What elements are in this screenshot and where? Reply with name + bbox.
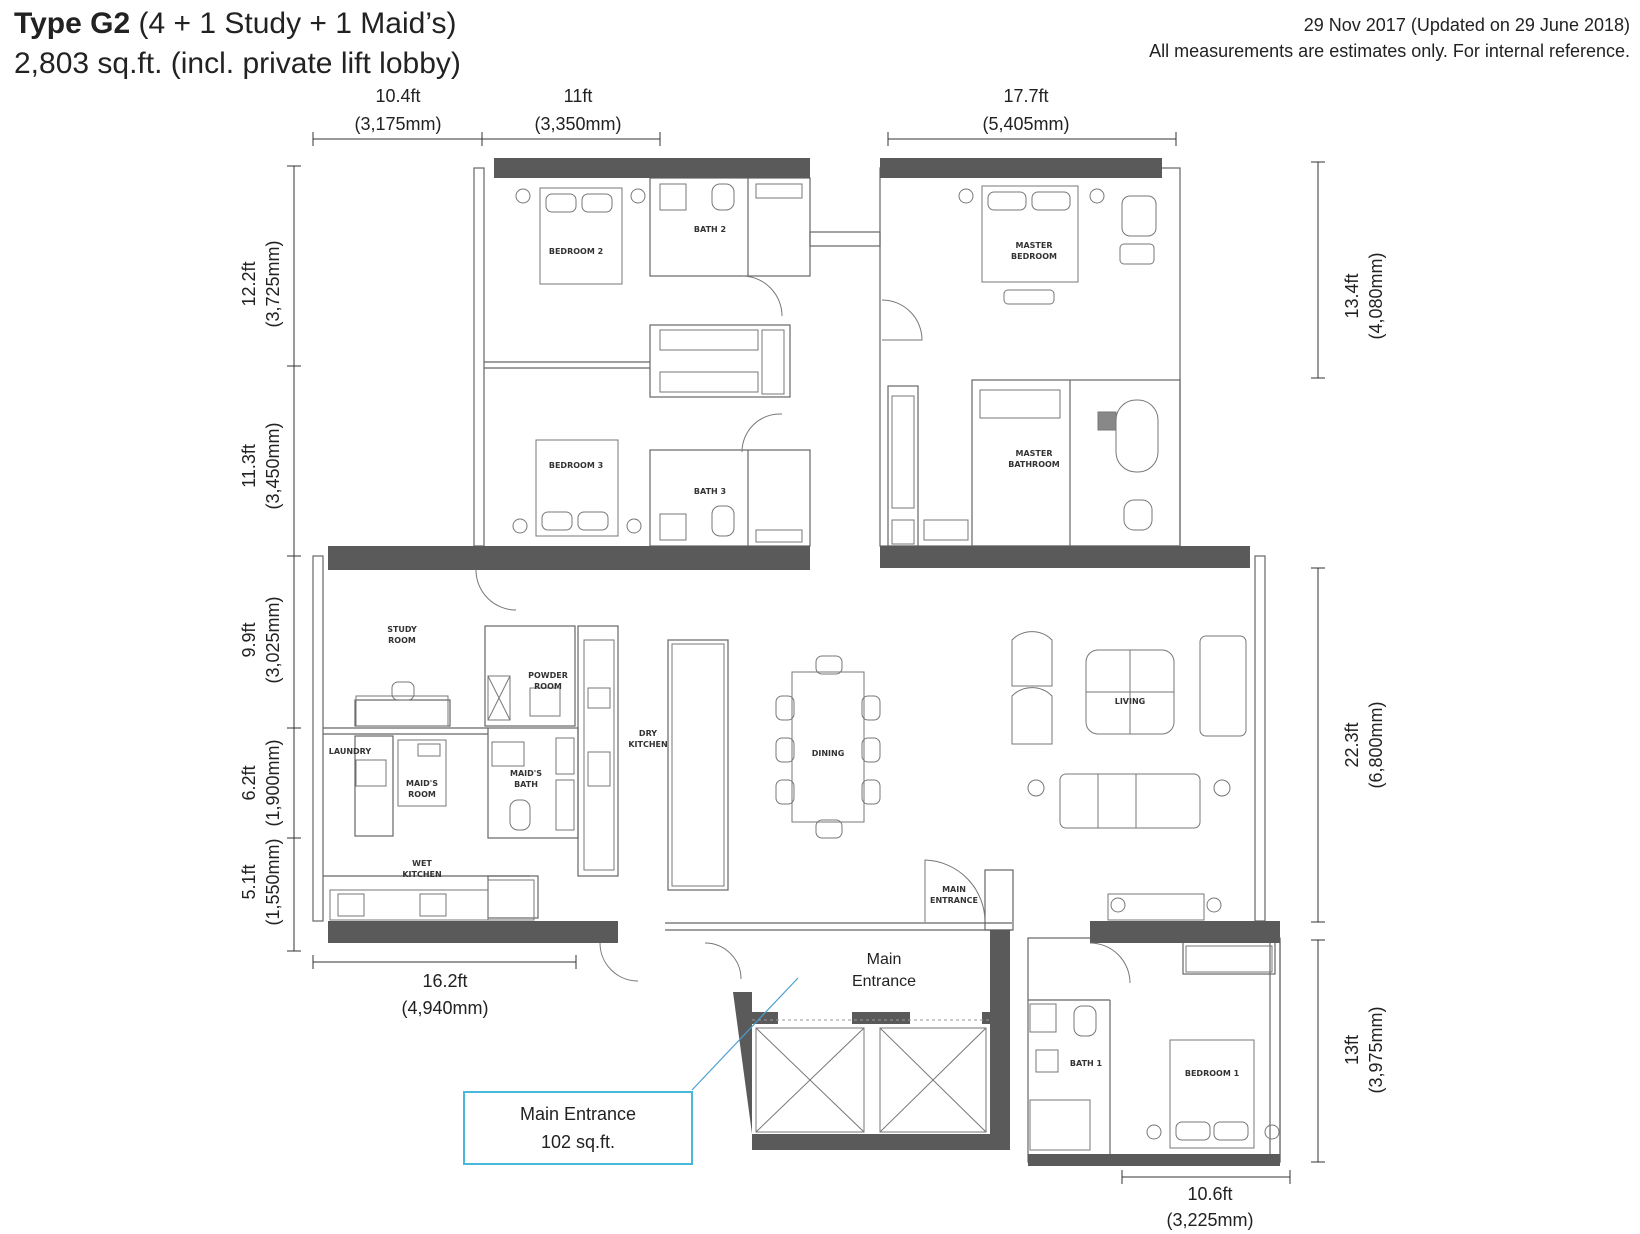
room-wet-kitchen-line2: KITCHEN [402, 870, 441, 879]
room-powder-line2: ROOM [534, 682, 562, 691]
room-maids-room-line1: MAID'S [406, 779, 438, 788]
door-swings [475, 275, 1131, 984]
room-bath-2: BATH 2 [694, 225, 726, 234]
dim-left5-ft: 5.1ft [239, 864, 259, 899]
dim-bottom1-ft: 16.2ft [422, 971, 467, 991]
unit-type-label: Type G2 [14, 7, 131, 40]
room-study-line2: ROOM [388, 636, 416, 645]
dim-left1-mm: (3,725mm) [263, 240, 283, 327]
dim-top1-mm: (3,175mm) [354, 114, 441, 134]
lift-shafts [752, 1019, 990, 1133]
header-left: Type G2 (4 + 1 Study + 1 Maid’s) 2,803 s… [14, 4, 461, 84]
room-bedroom-3: BEDROOM 3 [549, 461, 603, 470]
dim-left2-mm: (3,450mm) [263, 422, 283, 509]
unit-area: 2,803 sq.ft. (incl. private lift lobby) [14, 47, 461, 80]
dim-top3-mm: (5,405mm) [982, 114, 1069, 134]
room-dry-kitchen-line2: KITCHEN [628, 740, 667, 749]
entrance-annotation: Main Entrance Main Entrance 102 sq.ft. [463, 951, 916, 1165]
dim-right2-ft: 22.3ft [1342, 722, 1362, 767]
dim-bottom1-mm: (4,940mm) [401, 998, 488, 1018]
dim-right1-ft: 13.4ft [1342, 273, 1362, 318]
room-dining: DINING [812, 749, 845, 758]
room-bedroom-1: BEDROOM 1 [1185, 1069, 1240, 1078]
room-dry-kitchen-line1: DRY [639, 729, 657, 738]
room-bedroom-2: BEDROOM 2 [549, 247, 603, 256]
callout-box [463, 1091, 693, 1165]
dim-right3-ft: 13ft [1342, 1035, 1362, 1065]
room-maids-bath-line2: BATH [514, 780, 538, 789]
dim-left2-ft: 11.3ft [239, 444, 259, 488]
room-bath-3: BATH 3 [694, 487, 726, 496]
disclaimer: All measurements are estimates only. For… [1149, 41, 1630, 61]
dimension-labels: 10.4ft (3,175mm) 11ft (3,350mm) 17.7ft (… [239, 86, 1386, 1230]
dim-left3-mm: (3,025mm) [263, 596, 283, 683]
dim-left4-ft: 6.2ft [239, 765, 259, 800]
dim-bottom2-ft: 10.6ft [1187, 1184, 1232, 1204]
dim-top2-mm: (3,350mm) [534, 114, 621, 134]
dim-top3-ft: 17.7ft [1003, 86, 1048, 106]
room-laundry: LAUNDRY [329, 747, 372, 756]
room-master-bathroom-line2: BATHROOM [1008, 460, 1060, 469]
room-study-line1: STUDY [387, 625, 417, 634]
revision-date: 29 Nov 2017 (Updated on 29 June 2018) [1303, 15, 1630, 35]
furniture [329, 183, 1280, 1151]
dim-left4-mm: (1,900mm) [263, 739, 283, 826]
dim-bottom2-mm: (3,225mm) [1166, 1210, 1253, 1230]
callout-title: Main Entrance [520, 1104, 636, 1124]
thick-walls [328, 158, 1280, 1166]
entrance-label-line1: Main [867, 951, 902, 968]
room-bath-1: BATH 1 [1070, 1059, 1103, 1068]
room-powder-line1: POWDER [528, 671, 568, 680]
room-master-bedroom-line2: BEDROOM [1011, 252, 1057, 261]
dim-left3-ft: 9.9ft [239, 622, 259, 657]
room-main-entrance-line1: MAIN [942, 885, 966, 894]
room-living: LIVING [1115, 697, 1146, 706]
room-master-bedroom-line1: MASTER [1016, 241, 1053, 250]
dimension-lines [287, 132, 1325, 1184]
room-maids-room-line2: ROOM [408, 790, 436, 799]
room-wet-kitchen-line1: WET [412, 859, 432, 868]
entrance-label-line2: Entrance [852, 973, 916, 990]
dim-left5-mm: (1,550mm) [263, 838, 283, 925]
callout-leader [691, 977, 799, 1091]
thin-walls [312, 167, 1281, 1163]
dim-right2-mm: (6,800mm) [1366, 701, 1386, 788]
room-maids-bath-line1: MAID'S [510, 769, 542, 778]
room-labels: BEDROOM 2 BATH 2 MASTER BEDROOM BEDROOM … [329, 225, 1240, 1078]
dim-right3-mm: (3,975mm) [1366, 1006, 1386, 1093]
header-right: 29 Nov 2017 (Updated on 29 June 2018) Al… [1149, 12, 1630, 64]
callout-area: 102 sq.ft. [541, 1132, 615, 1152]
unit-type-desc: (4 + 1 Study + 1 Maid’s) [138, 7, 457, 40]
dim-top2-ft: 11ft [564, 86, 593, 106]
room-main-entrance-line2: ENTRANCE [930, 896, 978, 905]
dim-left1-ft: 12.2ft [239, 261, 259, 306]
room-master-bathroom-line1: MASTER [1016, 449, 1053, 458]
dim-right1-mm: (4,080mm) [1366, 252, 1386, 339]
unit-type-title: Type G2 (4 + 1 Study + 1 Maid’s) [14, 4, 461, 44]
dim-top1-ft: 10.4ft [375, 86, 420, 106]
